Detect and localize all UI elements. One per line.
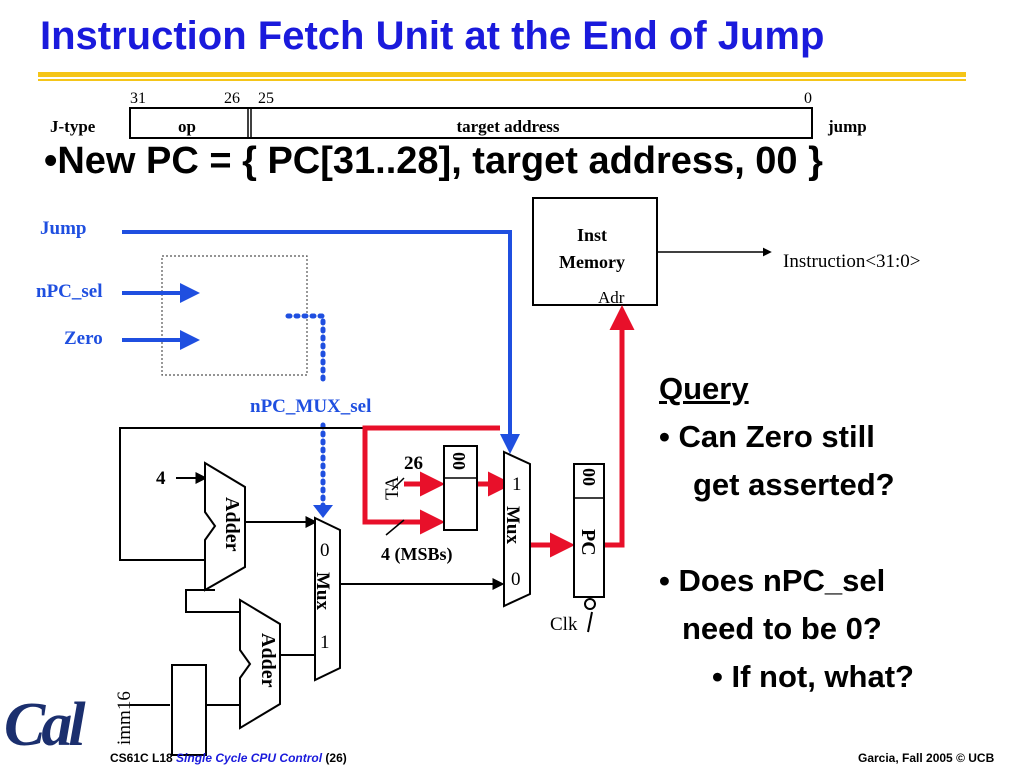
adder-2-shape — [239, 598, 281, 730]
footer-course: CS61C L18 — [110, 751, 173, 765]
adder-1: Adder — [204, 461, 246, 592]
jtype-row-label: J-type — [50, 117, 96, 136]
footer-left: CS61C L18 Single Cycle CPU Control (26) — [110, 751, 347, 765]
npc-mux-in1: 1 — [320, 632, 330, 653]
clk-wire — [587, 611, 593, 633]
query-q1-line1: • Can Zero still — [659, 419, 875, 454]
instruction-out-label: Instruction<31:0> — [783, 251, 921, 272]
datapath-wires — [119, 427, 505, 706]
jump-signal-label: Jump — [40, 218, 86, 239]
new-pc-bullet: •New PC = { PC[31..28], target address, … — [44, 140, 823, 183]
jump-name: jump — [827, 117, 867, 136]
concat-block: 00 26 TA 4 (MSBs) — [381, 445, 478, 565]
extender-box — [171, 664, 207, 756]
control-block: Jump nPC_sel Zero nPC_MUX_sel — [36, 218, 371, 518]
adder1-to-adder2-wire — [185, 589, 245, 613]
npc-mux-sel-label: nPC_MUX_sel — [250, 396, 371, 417]
bit-25-label: 25 — [258, 90, 274, 107]
zero-label: Zero — [64, 328, 103, 349]
four-constant: 4 — [156, 468, 166, 489]
jump-mux-in1: 1 — [512, 474, 522, 495]
npc-mux-in0: 0 — [320, 540, 330, 561]
adder-1-label: Adder — [221, 497, 243, 552]
pc-register: 00 PC Clk — [550, 463, 605, 635]
jtype-box — [129, 107, 813, 139]
query-q2-line1: • Does nPC_sel — [659, 563, 886, 598]
footer-topic: Single Cycle CPU Control — [176, 751, 323, 765]
ta-bus-tick — [391, 477, 405, 491]
inst-memory-label-1: Inst — [577, 225, 607, 245]
cal-logo: Cal — [4, 691, 86, 759]
pc-msbs-wire — [362, 425, 500, 535]
npc-mux-sel-arrowhead — [313, 505, 333, 518]
npc-mux-sel-dots-top — [285, 313, 326, 383]
msbs-bus-tick — [385, 519, 405, 536]
inst-memory-label-2: Memory — [559, 252, 625, 272]
concat-box — [443, 445, 478, 531]
adder-2: Adder — [239, 598, 281, 730]
npc-mux: 0 Mux 1 — [312, 516, 341, 682]
slide-title: Instruction Fetch Unit at the End of Jum… — [40, 14, 825, 58]
pc-label: PC — [577, 529, 599, 556]
clk-label: Clk — [550, 614, 578, 635]
msbs-label: 4 (MSBs) — [381, 544, 453, 565]
concat-zeros: 00 — [449, 452, 469, 470]
target-address-field: target address — [456, 117, 559, 136]
npc-mux-label: Mux — [312, 572, 333, 611]
footer-page: (26) — [325, 751, 347, 765]
bullet-dot: • — [44, 140, 58, 182]
npc-sel-label: nPC_sel — [36, 281, 103, 302]
query-q1-line2: get asserted? — [693, 467, 895, 502]
jump-mux-label: Mux — [502, 506, 523, 545]
imm16-label: imm16 — [114, 691, 135, 745]
control-box — [161, 255, 308, 376]
jump-mux-shape — [503, 450, 531, 608]
bit-26-label: 26 — [224, 90, 240, 107]
npc-mux-shape — [314, 516, 341, 682]
footer-credit: Garcia, Fall 2005 © UCB — [858, 751, 995, 765]
op-field: op — [178, 117, 196, 136]
jump-mux: 1 Mux 0 — [502, 450, 531, 608]
pc-zeros: 00 — [579, 468, 599, 486]
adder-2-label: Adder — [257, 633, 279, 688]
query-q3: • If not, what? — [712, 659, 914, 694]
jump-mux-in0: 0 — [511, 569, 521, 590]
clk-bubble — [584, 598, 596, 610]
bit-31-label: 31 — [130, 90, 146, 107]
inst-memory: Inst Memory Adr Instruction<31:0> — [532, 197, 921, 307]
pc-feedback-wire — [119, 427, 365, 561]
ta-label: TA — [382, 476, 403, 500]
title-rule-thin — [38, 79, 966, 81]
jtype-format: 31 26 25 0 J-type op target address jump — [50, 90, 867, 139]
jump-wire — [122, 230, 520, 454]
pc-box — [573, 463, 605, 598]
title-rule-thick — [38, 72, 966, 77]
new-pc-text: New PC = { PC[31..28], target address, 0… — [57, 140, 823, 182]
query-heading: Query — [659, 371, 749, 406]
adder-1-shape — [204, 461, 246, 592]
adr-label: Adr — [598, 288, 625, 307]
width-26-label: 26 — [404, 453, 423, 474]
bit-0-label: 0 — [804, 90, 812, 107]
query-q2-line2: need to be 0? — [682, 611, 882, 646]
